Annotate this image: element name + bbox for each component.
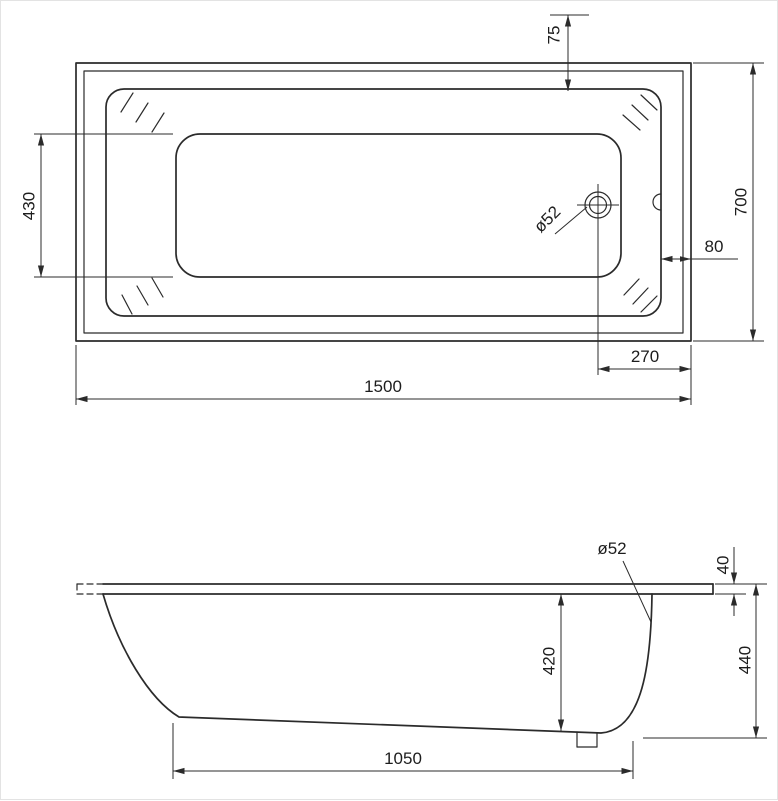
tub-profile bbox=[102, 593, 653, 734]
dim-label-rim-height: 40 bbox=[713, 556, 732, 575]
dim-label-height: 440 bbox=[735, 646, 754, 674]
tub-opening-edge bbox=[105, 88, 662, 317]
tub-rim-inner-edge bbox=[83, 70, 684, 334]
dim-label-overflow-diameter: ø52 bbox=[597, 539, 626, 558]
tub-outer-edge bbox=[75, 62, 692, 342]
arrowhead bbox=[680, 256, 691, 262]
top-view bbox=[75, 62, 692, 342]
dim-label-edge-offset: 75 bbox=[544, 26, 563, 45]
dim-label-drain-diameter: ø52 bbox=[530, 202, 564, 236]
drain-leader-line bbox=[554, 206, 588, 235]
side-view-dimensions: ø52 40 440 420 1050 bbox=[172, 539, 767, 779]
top-view-dimensions: 75 430 700 80 270 1500 ø52 bbox=[19, 14, 764, 405]
overflow-leader-line bbox=[622, 560, 652, 623]
overflow-mark bbox=[652, 193, 662, 211]
dim-label-depth: 420 bbox=[539, 647, 558, 675]
dim-label-inner-width: 430 bbox=[19, 192, 38, 220]
drain-stub bbox=[576, 731, 598, 748]
dim-label-base-length: 1050 bbox=[384, 749, 422, 768]
tub-floor-edge bbox=[175, 133, 622, 278]
dim-label-side-offset: 80 bbox=[705, 237, 724, 256]
dim-label-drain-distance: 270 bbox=[631, 347, 659, 366]
dim-label-overall-width: 700 bbox=[731, 188, 750, 216]
side-view bbox=[76, 583, 714, 748]
corner-hatching bbox=[120, 92, 658, 315]
dim-label-length: 1500 bbox=[364, 377, 402, 396]
